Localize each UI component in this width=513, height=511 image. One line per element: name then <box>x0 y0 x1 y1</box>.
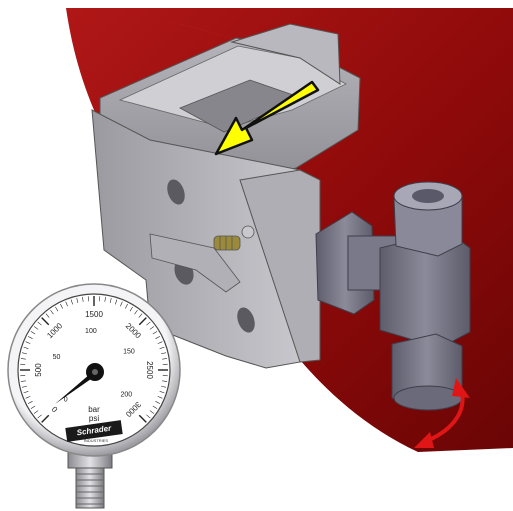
gauge-minor-tick <box>152 331 158 335</box>
gauge-minor-tick <box>115 299 118 305</box>
gauge-minor-tick <box>149 326 155 330</box>
top-cap-bore <box>412 189 444 203</box>
gauge-psi-label: 1500 <box>85 310 103 319</box>
gauge-major-tick <box>41 414 50 423</box>
plate-hole <box>167 179 185 205</box>
gauge-minor-tick <box>129 306 133 312</box>
gauge-minor-tick <box>138 313 143 318</box>
gauge-minor-tick <box>27 336 33 339</box>
tube-fitting-assembly <box>315 181 471 411</box>
gauge-bar-label: 200 <box>120 392 132 399</box>
gauge-minor-tick <box>149 410 155 414</box>
gauge-minor-tick <box>152 405 158 409</box>
gauge-minor-tick <box>37 321 42 326</box>
gauge-bar-label: 0 <box>64 396 68 403</box>
gauge-minor-tick <box>25 341 31 344</box>
gauge-minor-tick <box>162 380 168 382</box>
gauge-minor-tick <box>161 385 167 388</box>
gauge-minor-tick <box>76 297 79 303</box>
gauge-minor-tick <box>159 391 165 394</box>
gauge-minor-tick <box>33 326 39 330</box>
bottom-cap <box>393 385 463 411</box>
gauge-minor-tick <box>104 296 106 302</box>
gauge-minor-tick <box>125 303 128 309</box>
gauge-minor-tick <box>157 341 163 344</box>
gauge-minor-tick <box>55 306 59 312</box>
gauge-minor-tick <box>33 410 39 414</box>
gauge-minor-tick <box>30 331 36 335</box>
gauge-minor-tick <box>25 396 31 399</box>
gauge-minor-tick <box>37 414 42 419</box>
gauge-needle <box>55 363 104 404</box>
gauge-minor-tick <box>162 358 168 360</box>
plate-hole <box>237 307 255 333</box>
gauge-minor-tick <box>60 303 63 309</box>
gauge-minor-tick <box>146 321 151 326</box>
gauge-psi-label: 0 <box>50 404 60 414</box>
gauge-minor-tick <box>20 358 26 360</box>
gauge-major-tick <box>138 317 147 326</box>
gauge-minor-tick <box>161 352 167 355</box>
gauge-minor-tick <box>146 414 151 419</box>
gauge-minor-tick <box>82 296 84 302</box>
gauge-ticks <box>20 296 168 423</box>
latch-screw <box>241 225 255 239</box>
gauge-brand-plate <box>65 420 123 442</box>
gauge-psi-label: 2500 <box>145 361 154 379</box>
yellow-arrow-icon <box>214 80 320 156</box>
gauge-minor-tick <box>155 401 161 404</box>
gauge-minor-tick <box>21 385 27 388</box>
gauge-minor-tick <box>120 301 123 307</box>
gauge-major-tick <box>41 317 50 326</box>
gauge-unit-bar: bar <box>88 405 100 414</box>
bracket-side-plate <box>91 109 301 369</box>
gauge-minor-tick <box>155 336 161 339</box>
gauge-minor-tick <box>159 346 165 349</box>
rotation-arrow-icon <box>414 378 470 448</box>
gauge-minor-tick <box>30 405 36 409</box>
gauge-psi-label: 500 <box>34 363 43 377</box>
gauge-thread <box>75 467 105 509</box>
gauge-minor-tick <box>134 309 138 315</box>
gauge-minor-tick <box>50 309 54 315</box>
mounting-bracket <box>91 23 361 369</box>
gauge-bar-label: 150 <box>123 349 135 356</box>
bracket-ear <box>230 23 341 85</box>
gauge-minor-tick <box>20 380 26 382</box>
gauge-bar-label: 50 <box>53 354 61 361</box>
gauge-minor-tick <box>23 346 29 349</box>
gauge-minor-tick <box>109 297 112 303</box>
gauge-minor-tick <box>21 352 27 355</box>
latch-spring <box>213 235 241 251</box>
gauge-bar-label: 100 <box>85 328 97 335</box>
gauge-minor-tick <box>70 299 73 305</box>
gauge-minor-tick <box>23 391 29 394</box>
gauge-minor-tick <box>157 396 163 399</box>
gauge-minor-tick <box>65 301 68 307</box>
latch-lever <box>149 233 241 293</box>
gauge-major-tick <box>138 414 147 423</box>
gauge-brand-sub: INDUSTRIES <box>84 438 109 443</box>
gauge-minor-tick <box>27 401 33 404</box>
gauge-minor-tick <box>45 313 50 318</box>
gauge-unit-psi: psi <box>89 414 99 423</box>
